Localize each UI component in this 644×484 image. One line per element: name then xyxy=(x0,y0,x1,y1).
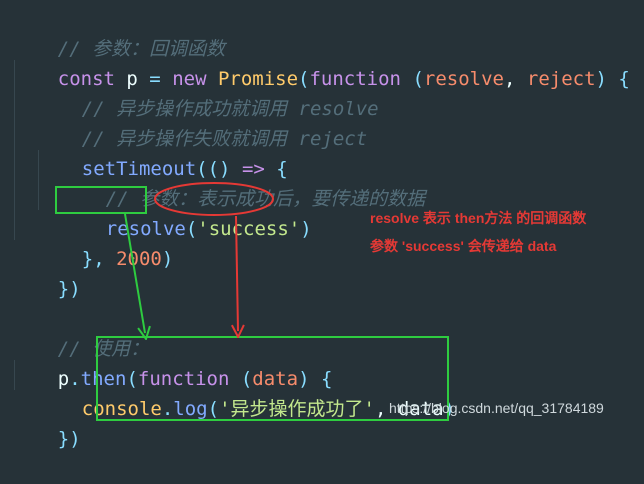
paren: ) xyxy=(443,398,456,420)
code-line-4: // 异步操作失败就调用 reject xyxy=(36,94,367,150)
paren: ( xyxy=(207,398,220,420)
param-reject: reject xyxy=(526,68,596,90)
paren: ( xyxy=(126,368,138,390)
function-log: log xyxy=(173,398,208,420)
comma: , xyxy=(374,398,398,420)
number-delay: 2000 xyxy=(116,248,162,270)
dot: . xyxy=(161,398,174,420)
annotation-line-1: resolve 表示 then方法 的回调函数 xyxy=(370,210,587,226)
indent-guide xyxy=(14,60,15,240)
code-line-6: // 参数：表示成功后，要传递的数据 xyxy=(60,154,425,210)
resolve-highlight-box xyxy=(55,186,147,214)
code-line-8: }, 2000) xyxy=(36,214,174,270)
comma: , xyxy=(503,68,527,90)
brace: { xyxy=(264,158,288,180)
paren: ( xyxy=(185,218,198,240)
annotation-line-2: 参数 'success' 会传递给 data xyxy=(370,238,557,254)
brace: }) xyxy=(57,278,81,300)
identifier-p: p xyxy=(114,68,150,90)
paren: ) xyxy=(298,368,310,390)
brace: }) xyxy=(57,428,81,450)
keyword-function: function xyxy=(137,368,230,390)
code-line-7: resolve('success') xyxy=(60,184,312,240)
code-line-5: setTimeout(() => { xyxy=(36,124,288,180)
code-editor[interactable]: // 参数：回调函数 const p = new Promise(functio… xyxy=(0,0,644,450)
brace: { xyxy=(606,68,630,90)
green-arrow xyxy=(124,213,145,333)
identifier-data: data xyxy=(397,398,444,420)
class-promise: Promise xyxy=(217,68,299,90)
operator-eq: = xyxy=(149,68,161,90)
comment: // 异步操作成功就调用 resolve xyxy=(81,98,379,120)
param-resolve: resolve xyxy=(423,68,504,90)
keyword-new: new xyxy=(160,68,218,90)
annotation-overlay xyxy=(55,182,449,421)
paren: ( xyxy=(298,68,310,90)
red-arrow xyxy=(236,215,238,331)
watermark-url: https://blog.csdn.net/qq_31784189 xyxy=(389,400,604,416)
string-message: '异步操作成功了' xyxy=(219,398,375,420)
object-console: console xyxy=(81,398,162,420)
paren: ( xyxy=(412,68,424,90)
paren: ) xyxy=(300,218,312,240)
code-line-2: const p = new Promise(function (resolve,… xyxy=(12,34,630,90)
code-line-9: }) xyxy=(12,244,81,300)
then-callback-highlight-box xyxy=(96,336,449,421)
function-then: then xyxy=(80,368,127,390)
paren: ) xyxy=(161,248,174,270)
paren: ( xyxy=(229,368,253,390)
paren: ) xyxy=(219,158,231,180)
code-line-13: console.log('异步操作成功了', data) xyxy=(36,364,455,420)
code-line-1: // 参数：回调函数 xyxy=(12,4,225,60)
comment: // 参数：表示成功后，要传递的数据 xyxy=(105,188,426,210)
indent-guide xyxy=(38,150,39,210)
arrow: => xyxy=(230,158,265,180)
keyword-function: function xyxy=(309,68,401,90)
comment: // 使用： xyxy=(57,338,150,360)
param-data: data xyxy=(252,368,299,390)
paren: (( xyxy=(196,158,220,180)
paren: ) xyxy=(595,68,607,90)
comment: // 异步操作失败就调用 reject xyxy=(81,128,368,150)
brace: }, xyxy=(81,248,117,270)
dot: . xyxy=(69,368,81,390)
keyword-const: const xyxy=(57,68,115,90)
comment: // 参数：回调函数 xyxy=(57,38,226,60)
brace: { xyxy=(309,368,333,390)
success-highlight-ellipse xyxy=(154,182,274,216)
indent-guide xyxy=(14,360,15,390)
code-line-12: p.then(function (data) { xyxy=(12,334,333,390)
function-settimeout: setTimeout xyxy=(81,158,197,180)
code-line-11: // 使用： xyxy=(12,304,149,360)
identifier-p: p xyxy=(57,368,70,390)
string-success: 'success' xyxy=(197,218,301,240)
code-line-3: // 异步操作成功就调用 resolve xyxy=(36,64,379,120)
